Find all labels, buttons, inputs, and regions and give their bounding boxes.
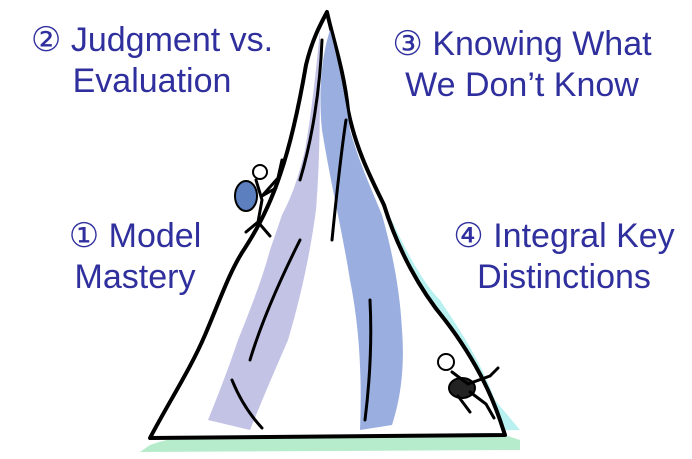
label-knowing-line1: ③ Knowing What xyxy=(372,24,672,65)
model-text: Model xyxy=(108,217,202,255)
label-model-line1: ① Model xyxy=(40,216,230,257)
label-model-line2: Mastery xyxy=(74,258,196,296)
label-knowing-what-we-dont-know: ③ Knowing What We Don’t Know xyxy=(372,24,672,106)
climber-icon xyxy=(234,158,284,238)
label-judgment-line2: Evaluation xyxy=(72,62,232,100)
circled-four-marker: ④ xyxy=(453,217,484,255)
judgment-text: Judgment vs. xyxy=(70,21,274,59)
mountain-body xyxy=(148,10,507,440)
label-integral-line1: ④ Integral Key xyxy=(436,216,692,257)
circled-three-marker: ③ xyxy=(392,25,423,63)
knowing-text: Knowing What xyxy=(432,25,652,63)
label-integral-line2: Distinctions xyxy=(477,258,651,296)
mountain-ridge-lines xyxy=(230,38,373,430)
label-knowing-line2: We Don’t Know xyxy=(405,66,639,104)
label-integral-key-distinctions: ④ Integral Key Distinctions xyxy=(436,216,692,298)
circled-one-marker: ① xyxy=(68,217,100,255)
label-judgment-vs-evaluation: ② Judgment vs. Evaluation xyxy=(4,20,300,102)
falling-climber-icon xyxy=(437,353,500,420)
mountain-shade-lavender xyxy=(208,30,320,430)
circled-two-marker: ② xyxy=(30,21,62,59)
mountain-shade-blue xyxy=(320,30,403,430)
label-model-mastery: ① Model Mastery xyxy=(40,216,230,298)
integral-text: Integral Key xyxy=(493,217,675,255)
label-judgment-line1: ② Judgment vs. xyxy=(4,20,300,61)
